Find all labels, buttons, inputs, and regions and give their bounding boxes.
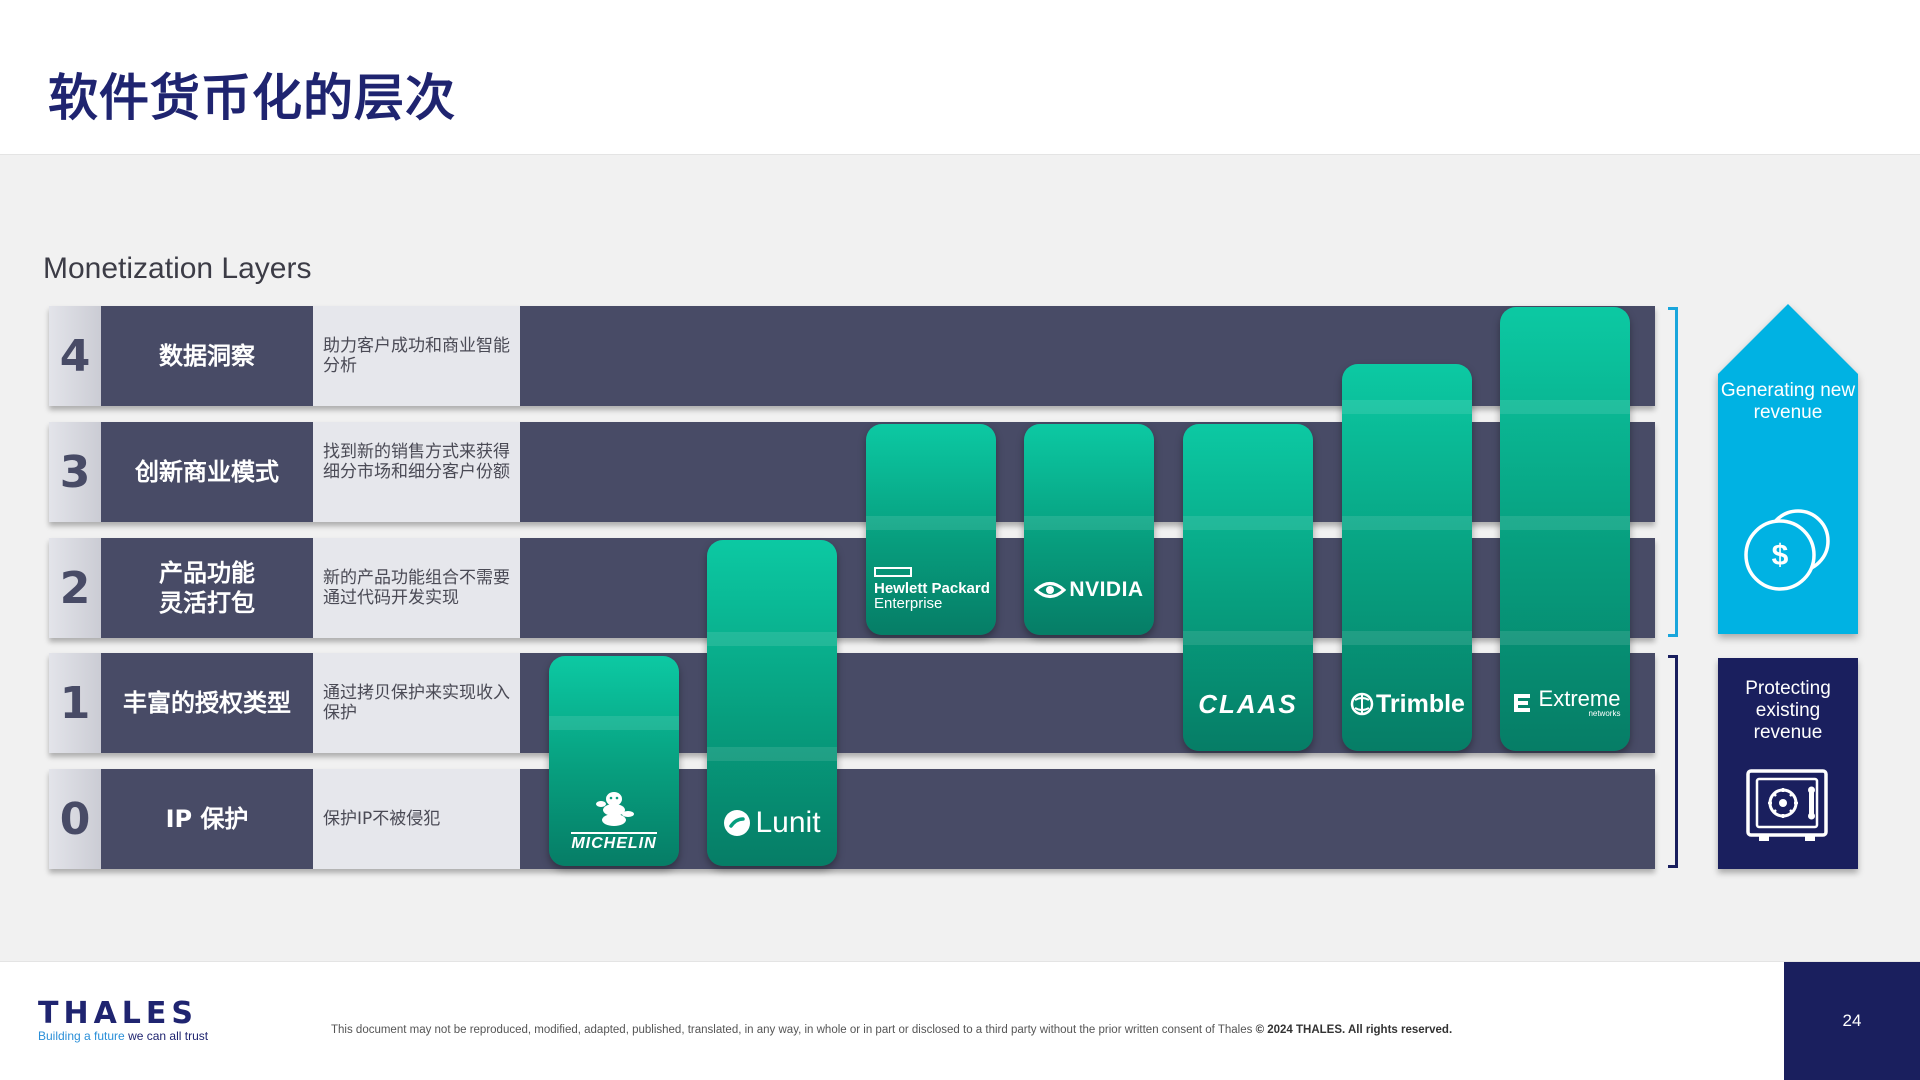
generating-text: Generating new revenue [1720,380,1856,423]
michelin-wordmark: MICHELIN [571,831,657,853]
protecting-box: Protecting existing revenue [1718,658,1858,869]
lunit-wordmark: Lunit [755,806,821,839]
page-number: 24 [1784,962,1920,1080]
layer-row-0: 0 IP 保护 保护IP不被侵犯 [49,769,1655,869]
company-bar-hpe: Hewlett Packard Enterprise [866,424,996,635]
trimble-logo: Trimble [1342,684,1472,724]
layer-track [520,769,1655,869]
protecting-text: Protecting existing revenue [1745,678,1831,743]
extreme-sub-wordmark: networks [1588,709,1621,718]
footer-disclaimer: This document may not be reproduced, mod… [331,1024,1453,1036]
thales-logo: THALES Building a future we can all trus… [38,996,208,1043]
bracket-protecting [1668,655,1678,868]
trimble-wordmark: Trimble [1376,689,1465,718]
company-bar-extreme: Extreme networks [1500,307,1630,751]
layer-description: 新的产品功能组合不需要通过代码开发实现 [313,538,520,638]
company-bar-claas: CLAAS [1183,424,1313,751]
michelin-man-icon [596,791,634,826]
layer-description: 助力客户成功和商业智能分析 [313,306,520,406]
layer-row-4: 4 数据洞察 助力客户成功和商业智能分析 [49,306,1655,406]
layer-name: IP 保护 [101,769,313,869]
layer-name: 丰富的授权类型 [101,653,313,753]
company-bar-michelin: MICHELIN [549,656,679,866]
page-title: 软件货币化的层次 [48,69,456,127]
layer-name: 数据洞察 [101,306,313,406]
layer-name: 产品功能 灵活打包 [101,538,313,638]
layer-description: 保护IP不被侵犯 [313,769,520,869]
safe-icon [1746,769,1828,841]
hpe-wordmark-line2: Enterprise [874,594,943,612]
company-bar-trimble: Trimble [1342,364,1472,751]
claas-wordmark: CLAAS [1198,688,1298,719]
claas-logo: CLAAS [1183,684,1313,724]
footer-copyright: © 2024 THALES. All rights reserved. [1255,1024,1453,1036]
brand-tagline: Building a future we can all trust [38,1029,209,1043]
dollar-symbol: $ [1772,539,1789,572]
hpe-logo: Hewlett Packard Enterprise [866,564,996,614]
panel-label: Monetization Layers [43,252,312,285]
layer-number: 0 [49,769,101,869]
lunit-logo: Lunit [707,798,837,848]
layer-name: 创新商业模式 [101,422,313,522]
nvidia-eye-icon [1034,582,1067,598]
trimble-globe-icon [1350,692,1374,716]
hpe-wordmark-line1: Hewlett Packard [874,579,990,597]
extreme-e-icon [1513,694,1530,712]
layer-track [520,306,1655,406]
nvidia-wordmark: NVIDIA [1069,578,1144,601]
layer-number: 3 [49,422,101,522]
layer-number: 1 [49,653,101,753]
coins-dollar-icon: $ [1744,509,1830,591]
extreme-wordmark: Extreme [1538,686,1621,711]
layer-description: 通过拷贝保护来实现收入保护 [313,653,520,753]
extreme-logo: Extreme networks [1500,681,1630,725]
bracket-generating [1668,307,1678,637]
nvidia-logo: NVIDIA [1024,570,1154,610]
company-bar-nvidia: NVIDIA [1024,424,1154,635]
layer-number: 4 [49,306,101,406]
brand-name: THALES [38,996,199,1031]
lunit-mark-icon [724,810,751,836]
layer-number: 2 [49,538,101,638]
hpe-rectangle-icon [874,566,912,577]
layer-track [520,653,1655,753]
michelin-logo: MICHELIN [549,781,679,861]
company-bar-lunit: Lunit [707,540,837,866]
layer-description: 找到新的销售方式来获得细分市场和细分客户份额 [313,422,520,522]
